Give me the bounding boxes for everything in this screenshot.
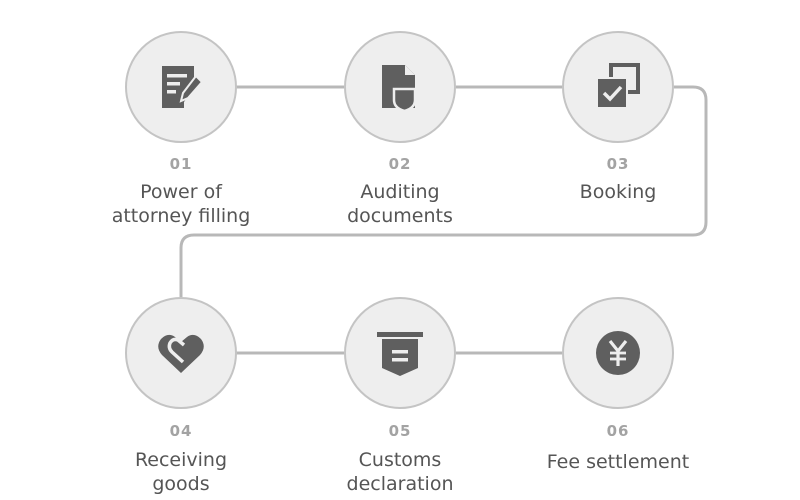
step-4-label: Receiving goods	[134, 449, 228, 495]
connector-3-4	[179, 85, 708, 297]
step-5-number: 05	[388, 422, 412, 440]
step-2-label: Auditing documents	[347, 181, 453, 227]
step-1-node	[125, 31, 237, 143]
step-1-label: Power of attorney filling	[111, 181, 251, 227]
step-3-node	[562, 31, 674, 143]
step-3-label: Booking	[579, 181, 657, 203]
edit-form-icon	[162, 66, 204, 108]
step-5-label: Customs declaration	[346, 449, 454, 495]
step-5-node	[344, 297, 456, 409]
yen-coin-icon	[596, 331, 640, 375]
step-4-node	[125, 297, 237, 409]
step-6-node	[562, 297, 674, 409]
step-2-node	[344, 31, 456, 143]
step-6-number: 06	[606, 422, 630, 440]
step-6-label: Fee settlement	[546, 451, 690, 473]
declaration-banner-icon	[377, 332, 423, 376]
booking-check-icon	[596, 63, 640, 109]
step-4-number: 04	[169, 422, 193, 440]
step-1-number: 01	[169, 155, 193, 173]
document-shield-icon	[382, 65, 417, 112]
step-3-number: 03	[606, 155, 630, 173]
step-2-number: 02	[388, 155, 412, 173]
handshake-heart-icon	[158, 334, 204, 373]
